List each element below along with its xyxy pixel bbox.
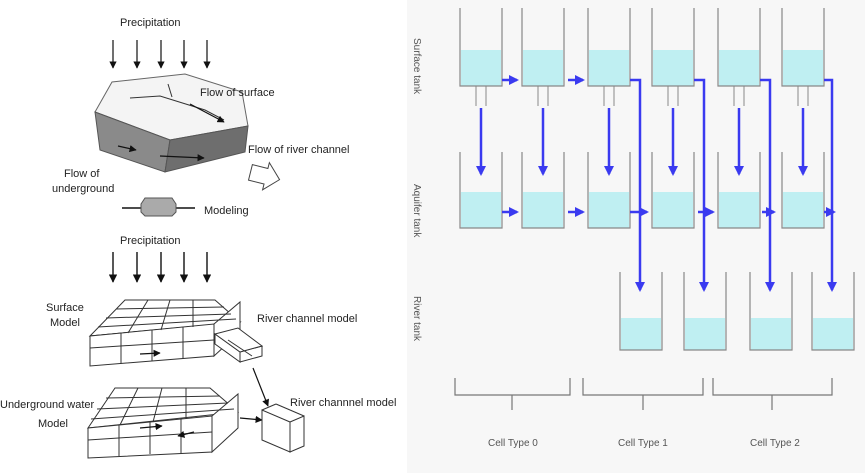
surface-to-river-arrow-2 <box>760 78 775 292</box>
river-tank-3 <box>811 272 855 351</box>
flow-of-river-channel-label: Flow of river channel <box>248 144 350 156</box>
precipitation-top-arrows <box>109 40 211 69</box>
surface-to-river-arrow-1 <box>694 78 709 292</box>
surface-to-river-arrow-0 <box>630 78 645 292</box>
surface-tank-3 <box>651 8 695 106</box>
river-tank-1 <box>683 272 727 351</box>
surface-tank-4 <box>717 8 761 106</box>
surface-to-river-arrow-3 <box>824 78 837 292</box>
cell-type-1-label: Cell Type 1 <box>618 438 668 449</box>
modeling-label: Modeling <box>204 205 249 217</box>
modeling-transition <box>122 197 195 217</box>
surface-model-label-2: Model <box>50 317 80 329</box>
underground-model-label-1: Underground water <box>0 399 95 411</box>
surface-tank-1 <box>521 8 565 106</box>
precipitation-bottom-arrows <box>108 252 212 283</box>
precipitation-top-label: Precipitation <box>120 17 181 29</box>
river-tank-0 <box>619 272 663 351</box>
aquifer-tank-2 <box>587 152 631 229</box>
right-panel: Surface tank Aquifer tank River tank Cel… <box>407 0 865 473</box>
aquifer-tank-5 <box>781 152 825 229</box>
row-label-aquifer-tank: Aquifer tank <box>411 184 422 238</box>
river-outflow-arrow <box>247 161 281 191</box>
tanks-layer <box>459 8 855 351</box>
row-label-surface-tank: Surface tank <box>411 38 422 95</box>
underground-model-grid <box>86 387 240 459</box>
flow-of-surface-label: Flow of surface <box>200 87 275 99</box>
river-channel-model-label-2: River channnel model <box>290 397 396 409</box>
aquifer-tank-0 <box>459 152 503 229</box>
left-panel: Precipitation Flow of surface Flow of ri… <box>0 17 396 459</box>
aquifer-tank-1 <box>521 152 565 229</box>
row-labels: Surface tank Aquifer tank River tank <box>411 38 422 342</box>
aquifer-tank-4 <box>717 152 761 229</box>
river-tank-2 <box>749 272 793 351</box>
surface-tank-5 <box>781 8 825 106</box>
aquifer-tank-3 <box>651 152 695 229</box>
flow-of-underground-label-2: underground <box>52 183 114 195</box>
arrows-layer <box>476 75 837 292</box>
river-channel-model-2 <box>261 403 305 453</box>
cell-type-brackets <box>454 378 833 410</box>
surface-tank-0 <box>459 8 503 106</box>
surface-model-label-1: Surface <box>46 302 84 314</box>
surface-model-grid <box>88 299 242 367</box>
cell-type-0-label: Cell Type 0 <box>488 438 538 449</box>
flow-of-underground-label-1: Flow of <box>64 168 100 180</box>
river-channel-model-label-1: River channel model <box>257 313 357 325</box>
underground-model-label-2: Model <box>38 418 68 430</box>
row-label-river-tank: River tank <box>411 296 422 342</box>
underground-to-river-arrow <box>239 415 263 423</box>
terrain-block <box>94 73 249 173</box>
surface-tank-2 <box>587 8 631 106</box>
river-to-river-arrow <box>252 367 269 407</box>
precipitation-bottom-label: Precipitation <box>120 235 181 247</box>
river-channel-model-1 <box>213 327 264 363</box>
cell-type-2-label: Cell Type 2 <box>750 438 800 449</box>
